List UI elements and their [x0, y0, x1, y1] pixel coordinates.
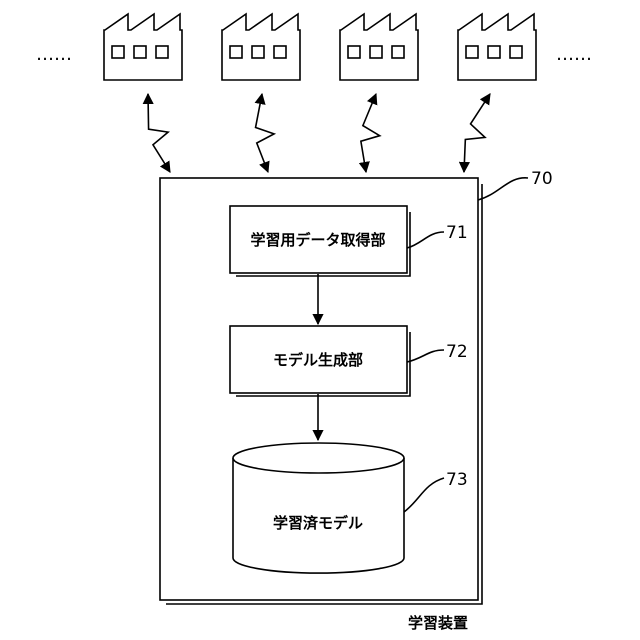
- lightning-link-icon: [148, 94, 170, 172]
- factory-window: [510, 46, 522, 58]
- factory-icon: [340, 14, 418, 80]
- trained-model-label: 学習済モデル: [273, 514, 363, 532]
- factory-window: [274, 46, 286, 58]
- leader-70: [478, 178, 528, 200]
- factory-window: [348, 46, 360, 58]
- factory-icon: [458, 14, 536, 80]
- factory-window: [488, 46, 500, 58]
- model-generation-unit-label: モデル生成部: [273, 351, 363, 369]
- factory-icon: [104, 14, 182, 80]
- factory-window: [156, 46, 168, 58]
- ref-73: 73: [446, 470, 468, 490]
- factory-window: [370, 46, 382, 58]
- factory-icon: [222, 14, 300, 80]
- ellipsis-right: ……: [556, 44, 592, 65]
- lightning-link-icon: [256, 94, 275, 172]
- factory-window: [252, 46, 264, 58]
- data-acquisition-unit: 学習用データ取得部: [230, 206, 410, 276]
- factory-window: [392, 46, 404, 58]
- factory-window: [230, 46, 242, 58]
- factory-window: [112, 46, 124, 58]
- factory-window: [134, 46, 146, 58]
- factory-group: [104, 14, 536, 80]
- device-caption: 学習装置: [408, 614, 468, 632]
- factory-window: [466, 46, 478, 58]
- ellipsis-left: ……: [36, 44, 72, 65]
- model-generation-unit: モデル生成部: [230, 326, 410, 396]
- data-acquisition-unit-label: 学習用データ取得部: [250, 231, 385, 249]
- ref-72: 72: [446, 342, 468, 362]
- ref-70: 70: [531, 169, 553, 189]
- lightning-link-icon: [361, 94, 380, 172]
- ref-71: 71: [446, 223, 468, 243]
- lightning-link-icon: [464, 94, 490, 172]
- trained-model-store: 学習済モデル: [233, 443, 408, 578]
- wireless-link-group: [148, 94, 490, 172]
